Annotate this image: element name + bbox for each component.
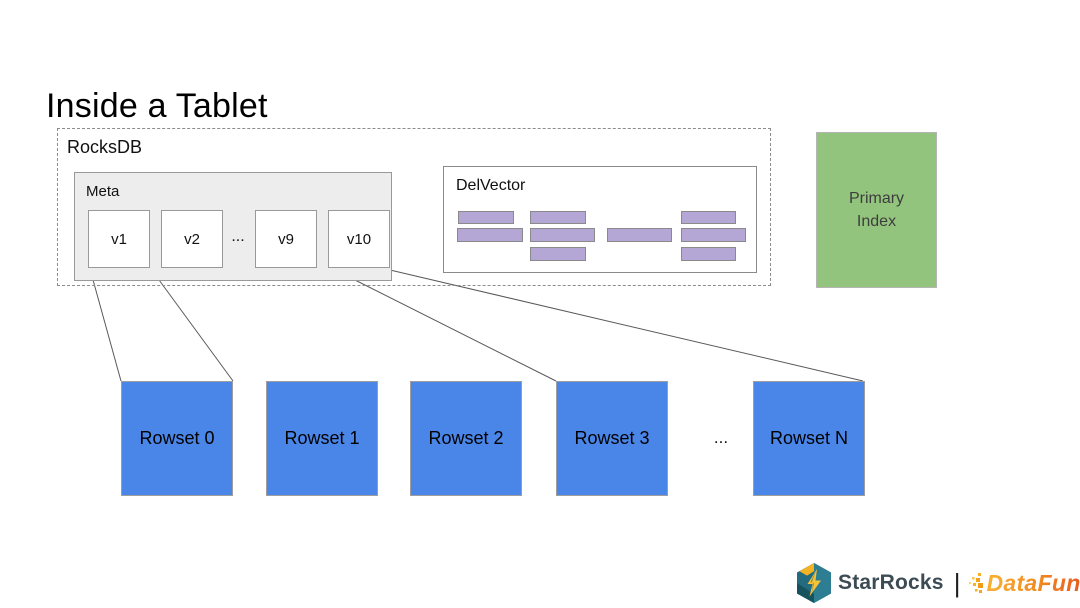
logo-separator: | [953, 567, 961, 598]
delvector-bar [530, 247, 586, 261]
delvector-bar [681, 247, 736, 261]
delvector-label: DelVector [456, 177, 526, 194]
primary-index-label: Primary Index [848, 189, 905, 230]
meta-version-box-v2: v2 [161, 210, 223, 268]
rowsets-ellipsis: ... [713, 428, 729, 447]
meta-version-box-v9: v9 [255, 210, 317, 268]
delvector-bar [681, 211, 736, 224]
delvector-bar [607, 228, 672, 242]
page-title: Inside a Tablet [46, 86, 268, 125]
meta-version-box-v10: v10 [328, 210, 390, 268]
datafun-dots-icon [969, 572, 984, 593]
delvector-bar [457, 228, 523, 242]
rowset-0-box: Rowset 0 [121, 381, 233, 496]
datafun-wordmark: DataFun. [986, 570, 1080, 597]
footer-logos: StarRocks | DataFun. [797, 560, 1080, 606]
delvector-container: DelVector [443, 166, 757, 273]
delvector-bar [530, 211, 586, 224]
rowset-3-box: Rowset 3 [556, 381, 668, 496]
primary-index-box: Primary Index [816, 132, 937, 288]
rowset-n-box: Rowset N [753, 381, 865, 496]
starrocks-logo-icon [797, 563, 831, 603]
rocksdb-label: RocksDB [67, 137, 143, 157]
delvector-bar [530, 228, 595, 242]
rowset-1-box: Rowset 1 [266, 381, 378, 496]
meta-versions-ellipsis: ... [231, 228, 245, 245]
meta-label: Meta [86, 183, 120, 200]
meta-version-box-v1: v1 [88, 210, 150, 268]
rowset-2-box: Rowset 2 [410, 381, 522, 496]
rocksdb-container [57, 128, 771, 286]
delvector-bar [458, 211, 514, 224]
starrocks-wordmark: StarRocks [838, 571, 944, 594]
delvector-bar [681, 228, 746, 242]
